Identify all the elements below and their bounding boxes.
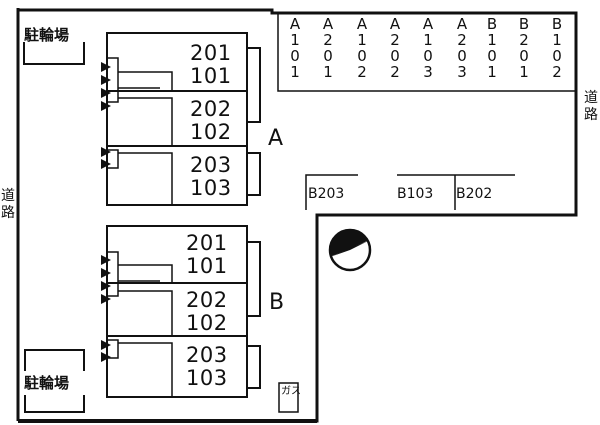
building-b-unit-101: 101 bbox=[186, 254, 228, 278]
gas-box bbox=[278, 382, 299, 413]
meter-b103-label: B103 bbox=[397, 186, 434, 202]
bike-parking-top-label: 駐輪場 bbox=[24, 26, 70, 44]
bike-parking-bottom-bracket bbox=[24, 349, 85, 371]
building-a-unit-203: 203 bbox=[190, 153, 232, 177]
building-b-unit-201: 201 bbox=[186, 231, 228, 255]
building-b bbox=[106, 225, 261, 398]
building-a-unit-201: 201 bbox=[190, 41, 232, 65]
building-a bbox=[106, 32, 261, 206]
parking-slot-a101: A101 bbox=[289, 15, 301, 81]
building-a-unit-102: 102 bbox=[190, 120, 232, 144]
road-right-label: 道路 bbox=[584, 90, 598, 123]
building-a-unit-202: 202 bbox=[190, 97, 232, 121]
parking-row-frame bbox=[277, 12, 577, 92]
building-b-unit-203: 203 bbox=[186, 343, 228, 367]
building-a-unit-101: 101 bbox=[190, 64, 232, 88]
building-a-unit-103: 103 bbox=[190, 176, 232, 200]
meter-b203-label: B203 bbox=[308, 186, 345, 202]
meter-b202-label: B202 bbox=[456, 186, 493, 202]
parking-slot-a201: A201 bbox=[322, 15, 334, 81]
boundary-main bbox=[18, 8, 578, 423]
building-b-unit-103: 103 bbox=[186, 366, 228, 390]
building-b-entrance-arrows bbox=[101, 255, 111, 362]
bike-parking-top-bracket bbox=[23, 42, 85, 65]
bike-parking-bottom-bracket-lower bbox=[24, 395, 85, 413]
parking-slot-b201: B201 bbox=[518, 15, 530, 81]
building-a-entrance-arrows bbox=[101, 62, 111, 169]
building-b-unit-102: 102 bbox=[186, 311, 228, 335]
bike-parking-bottom-label: 駐輪場 bbox=[24, 374, 70, 392]
parking-slot-a202: A202 bbox=[389, 15, 401, 81]
building-b-unit-202: 202 bbox=[186, 288, 228, 312]
road-left-label: 道路 bbox=[1, 188, 15, 221]
north-arrow-icon bbox=[328, 228, 372, 272]
building-b-label: B bbox=[269, 290, 285, 315]
parking-slot-b101: B101 bbox=[486, 15, 498, 81]
parking-slot-b102: B102 bbox=[551, 15, 563, 81]
gas-label: ガス bbox=[281, 386, 301, 397]
meter-area bbox=[305, 174, 515, 210]
building-a-label: A bbox=[268, 126, 284, 151]
parking-slot-a102: A102 bbox=[356, 15, 368, 81]
parking-slot-a103: A103 bbox=[422, 15, 434, 81]
parking-slot-a203: A203 bbox=[456, 15, 468, 81]
